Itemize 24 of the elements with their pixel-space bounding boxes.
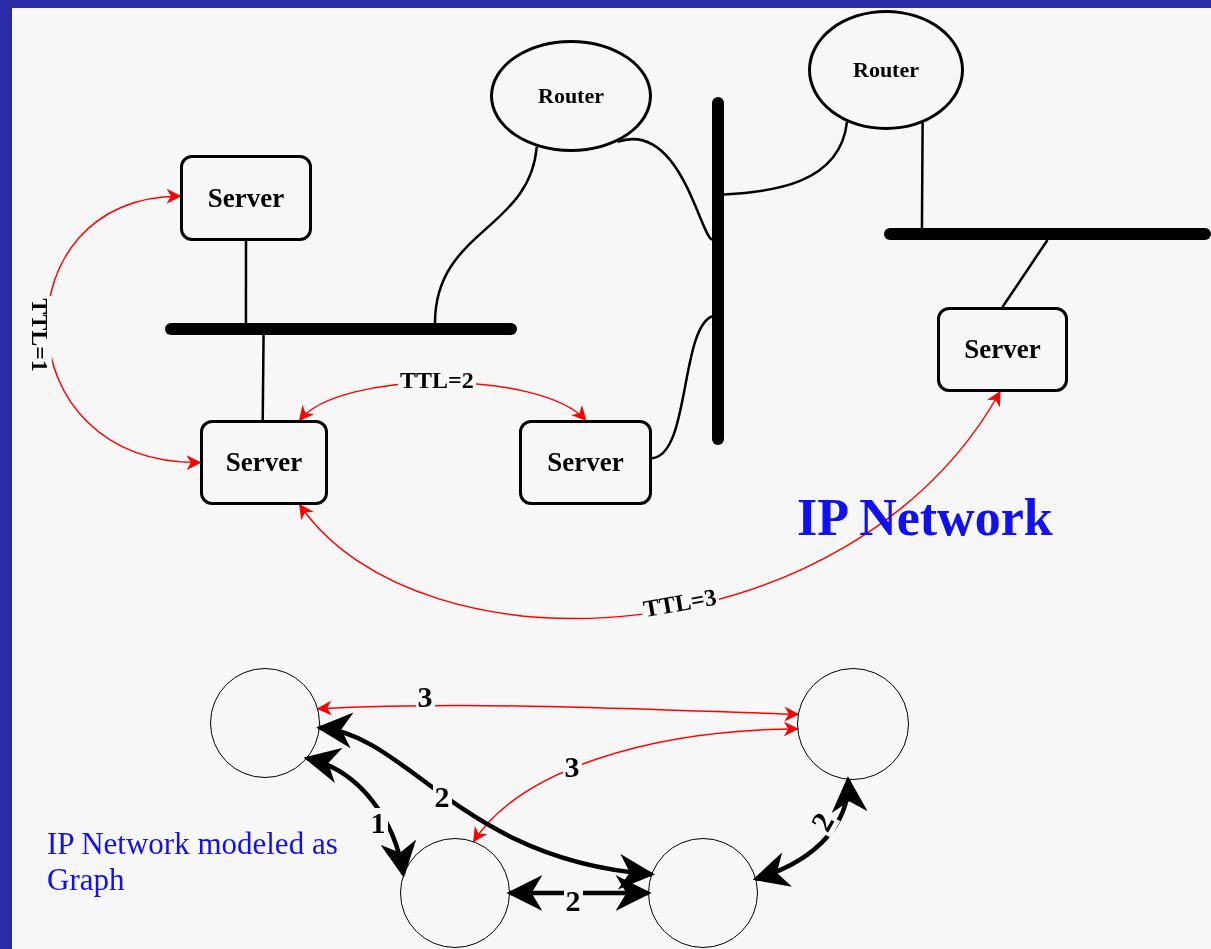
router-ellipse: Router <box>808 10 964 130</box>
double-arrow <box>752 776 866 886</box>
network-bus-bar <box>165 323 517 335</box>
connector-line <box>1001 239 1049 308</box>
connector-line <box>651 315 713 460</box>
connector-line <box>261 335 265 420</box>
server-box: Server <box>519 420 652 505</box>
network-bus-bar <box>712 97 724 445</box>
double-arrow <box>303 750 415 878</box>
double-arrow <box>506 875 652 911</box>
graph-caption: IP Network modeled as Graph <box>47 826 339 898</box>
connector-line <box>723 121 849 196</box>
server-box: Server <box>200 420 328 505</box>
double-arrow <box>298 390 1001 620</box>
double-arrow <box>316 700 800 722</box>
network-bus-bar <box>884 228 1211 240</box>
connector-line <box>433 146 538 324</box>
connector-line <box>617 137 713 241</box>
router-ellipse: Router <box>490 40 652 152</box>
connector-line <box>244 241 248 323</box>
double-arrow <box>472 721 799 843</box>
server-box: Server <box>937 307 1068 392</box>
server-box: Server <box>180 155 312 241</box>
connector-line <box>920 122 924 228</box>
